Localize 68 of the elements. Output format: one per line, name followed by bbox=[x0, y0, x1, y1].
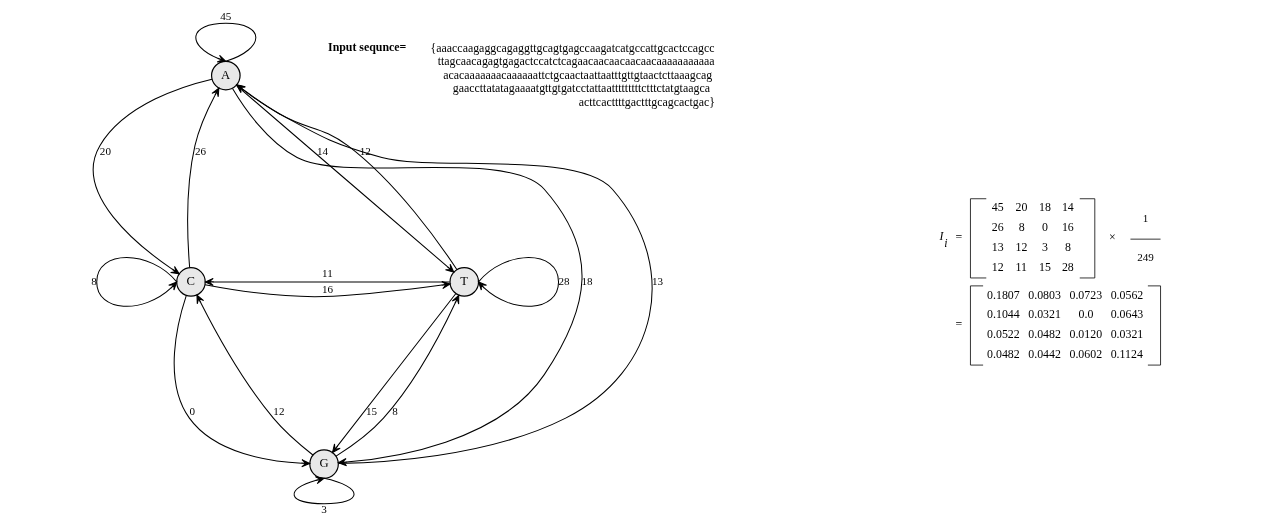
edge-label: 11 bbox=[321, 266, 333, 279]
edge-label: 16 bbox=[321, 283, 333, 296]
arrow bbox=[293, 476, 355, 505]
edge-label: 12 bbox=[272, 405, 284, 418]
label: 0.0643 bbox=[1110, 307, 1143, 322]
arrow bbox=[173, 295, 310, 468]
label: 0.0602 bbox=[1068, 346, 1102, 361]
node-circle: T bbox=[448, 267, 479, 297]
label: 0.0442 bbox=[1027, 346, 1061, 361]
label: 0.0482 bbox=[986, 346, 1020, 361]
edge-label: 18 bbox=[581, 274, 593, 287]
node-circle: A bbox=[210, 60, 241, 91]
label: = bbox=[954, 317, 962, 332]
edge-label: 45 bbox=[219, 10, 231, 23]
label: 12 bbox=[991, 259, 1004, 274]
label: × bbox=[1108, 230, 1116, 245]
arrow bbox=[204, 277, 450, 286]
label: 0.0723 bbox=[1068, 287, 1102, 302]
label: 0 bbox=[1041, 220, 1048, 235]
arrow bbox=[186, 87, 219, 268]
edge-label: 0 bbox=[188, 405, 195, 418]
label: 0.0321 bbox=[1110, 327, 1143, 342]
label: Input sequnce= bbox=[327, 40, 406, 55]
label: 3 bbox=[1041, 240, 1048, 255]
label: 20 bbox=[1015, 200, 1027, 215]
edge-label: 26 bbox=[194, 144, 206, 157]
label: 0.0321 bbox=[1027, 307, 1061, 322]
label: 0.0522 bbox=[986, 327, 1020, 342]
label: 0.0482 bbox=[1027, 327, 1061, 342]
arrow bbox=[231, 87, 582, 467]
label: 8 bbox=[1064, 240, 1071, 255]
label: 0.0120 bbox=[1068, 327, 1102, 342]
arrow bbox=[477, 257, 559, 307]
label: 13 bbox=[991, 240, 1004, 255]
label: 8 bbox=[1018, 220, 1025, 235]
arrow bbox=[95, 257, 177, 307]
label: 16 bbox=[1061, 220, 1074, 235]
node-circle: C bbox=[175, 267, 206, 297]
edge-label: 3 bbox=[320, 502, 327, 515]
edge-label: 14 bbox=[316, 144, 328, 157]
label: 249 bbox=[1136, 251, 1154, 264]
edge-label: 8 bbox=[391, 405, 398, 418]
edge-label: 15 bbox=[365, 405, 377, 418]
label: 0.0803 bbox=[1027, 287, 1061, 302]
label: 1 bbox=[1142, 211, 1148, 224]
arrow bbox=[92, 78, 212, 275]
label: 18 bbox=[1038, 200, 1051, 215]
label: {aaaccaagaggcagaggttgcagtgagccaagatcatgccattgcactccagcc ttagcaacagagtgagactccatctcagaacaacaacaacaacaaaaaaaaaaa acacaaaaaaacaaaaaattctgcaactaattaatttgttgtaactcttaaagcag gaaccttatatagaaaatgttgtgatcctattaatttttttttctttctatgtaagca acttcacttttgactttgcagcactgac} bbox=[430, 40, 715, 109]
label: 12 bbox=[1015, 240, 1027, 255]
arrow bbox=[195, 294, 313, 456]
edge-label: 13 bbox=[651, 274, 663, 287]
edge-label: 28 bbox=[558, 274, 570, 287]
edge-label: 8 bbox=[90, 274, 97, 287]
label: 15 bbox=[1038, 259, 1051, 274]
label: 0.1807 bbox=[986, 287, 1020, 302]
label: 0.0 bbox=[1078, 307, 1093, 322]
node-circle: G bbox=[308, 449, 339, 479]
label: 45 bbox=[991, 200, 1004, 215]
label: = bbox=[954, 230, 962, 245]
label: 11 bbox=[1015, 259, 1027, 274]
label: 0.0562 bbox=[1110, 287, 1143, 302]
label: 0.1124 bbox=[1110, 346, 1143, 361]
label: 14 bbox=[1061, 200, 1074, 215]
label: 28 bbox=[1061, 259, 1074, 274]
arrow bbox=[194, 22, 256, 63]
label: 0.1044 bbox=[986, 307, 1020, 322]
edge-label: 20 bbox=[99, 144, 111, 157]
label: 26 bbox=[991, 220, 1004, 235]
